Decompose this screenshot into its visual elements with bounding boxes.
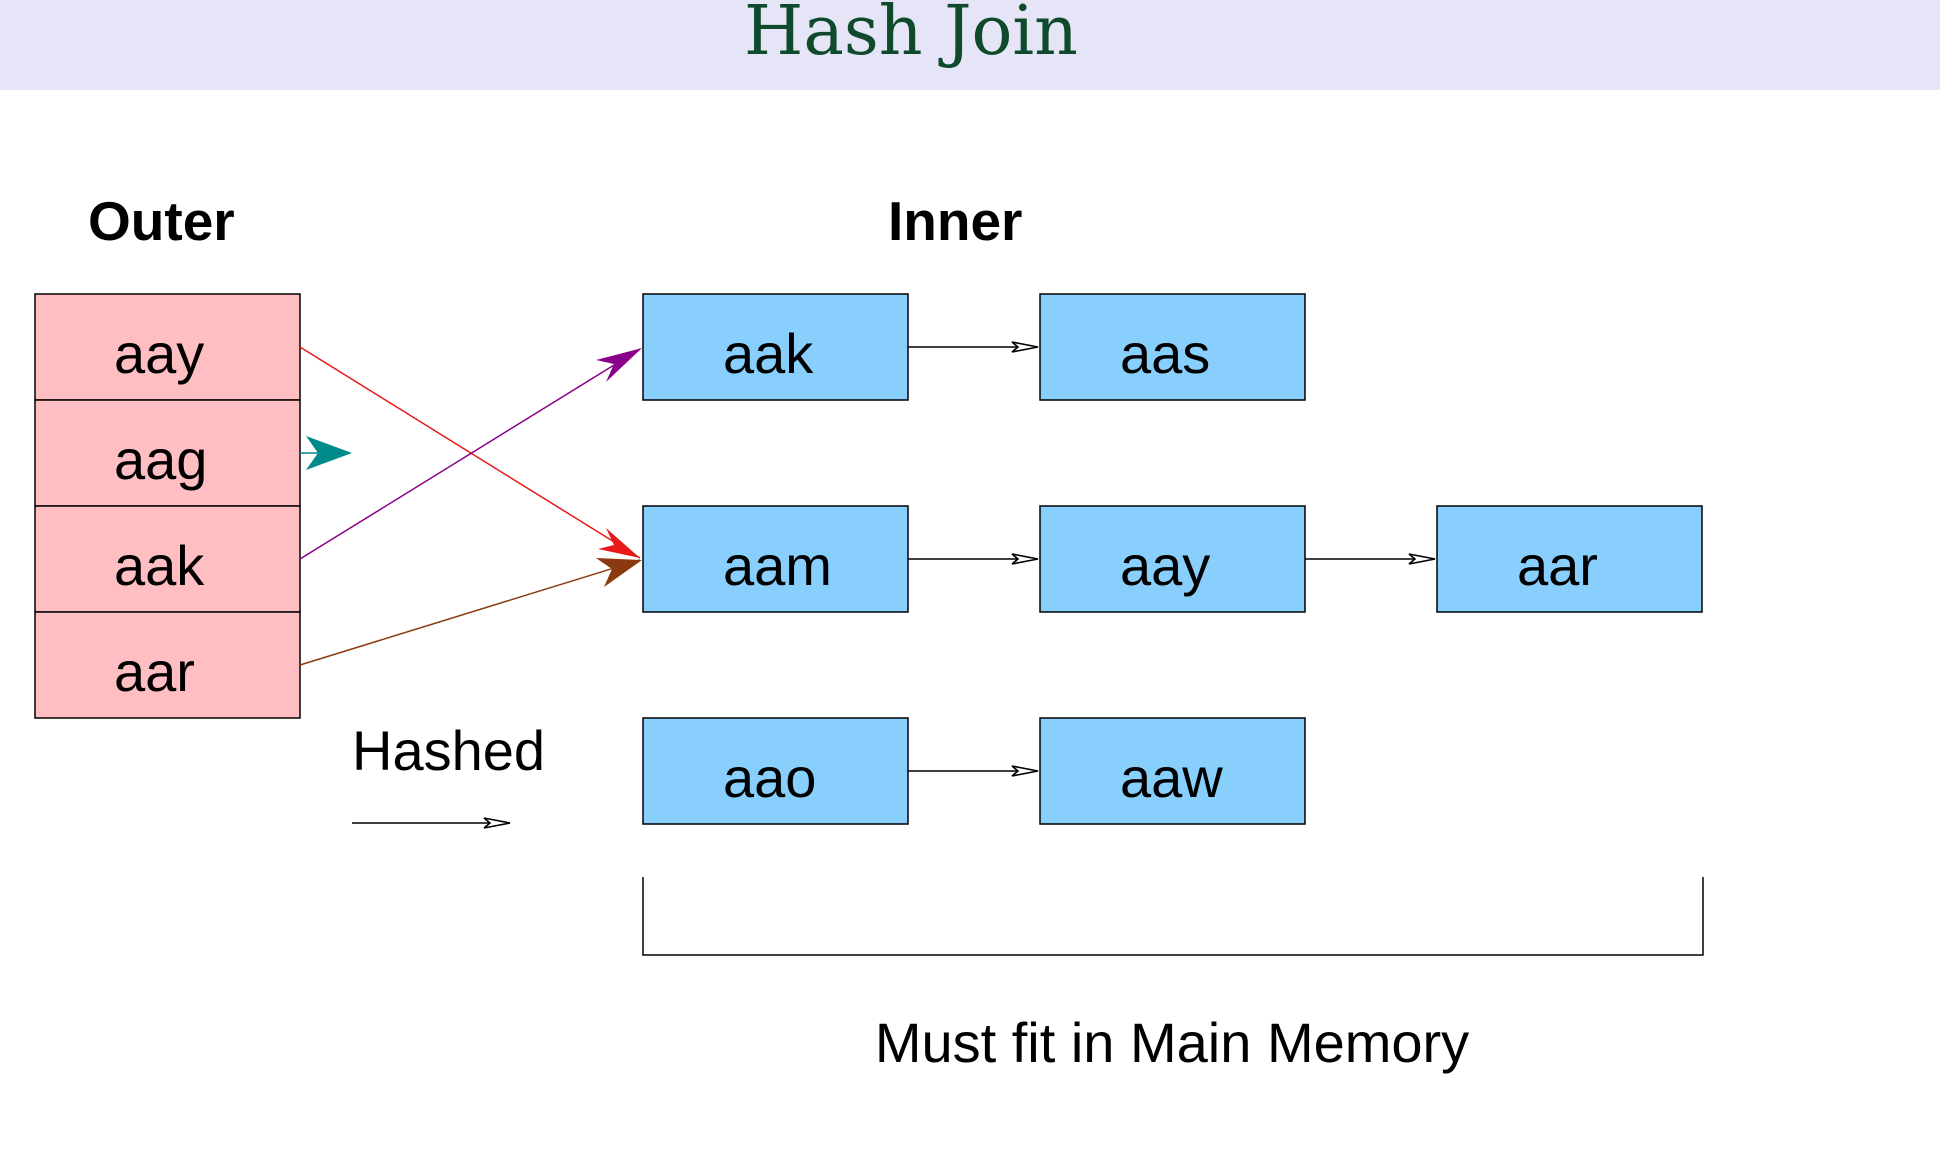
inner-node	[642, 293, 909, 401]
slide-title: Hash Join	[744, 0, 1078, 71]
hash-arrow-aak	[299, 348, 641, 560]
hash-arrow-aay	[299, 346, 641, 559]
inner-bucket-3: aao aaw	[642, 717, 1306, 825]
inner-node-label: aaw	[1120, 746, 1223, 809]
outer-heading: Outer	[88, 190, 235, 252]
hash-arrowhead-aag	[306, 436, 352, 470]
outer-table: aay aag aak aar	[34, 293, 301, 719]
inner-node	[1436, 505, 1703, 613]
inner-node-label: aao	[723, 746, 816, 809]
outer-row-label: aag	[114, 428, 207, 491]
outer-row-label: aak	[114, 534, 205, 597]
hash-arrowhead-aay	[598, 528, 640, 558]
inner-node-label: aam	[723, 534, 832, 597]
inner-node-label: aas	[1120, 322, 1210, 385]
title-band	[0, 0, 1940, 90]
outer-row-4	[34, 611, 301, 719]
outer-row-3	[34, 505, 301, 613]
inner-node	[642, 717, 909, 825]
hash-arrow-aar	[299, 559, 641, 666]
inner-node	[1039, 293, 1306, 401]
legend-label: Hashed	[352, 719, 545, 782]
inner-node	[1039, 505, 1306, 613]
outer-row-label: aar	[114, 640, 195, 703]
hash-arrowhead-aak	[596, 348, 642, 382]
inner-node	[1039, 717, 1306, 825]
inner-bucket-1: aak aas	[642, 293, 1306, 401]
inner-heading: Inner	[888, 190, 1022, 252]
inner-bucket-2: aam aay aar	[642, 505, 1703, 613]
hash-arrowhead-aar	[596, 558, 642, 587]
inner-node-label: aak	[723, 322, 814, 385]
inner-node-label: aar	[1517, 534, 1598, 597]
outer-row-label: aay	[114, 322, 204, 385]
memory-label: Must fit in Main Memory	[875, 1011, 1469, 1074]
hash-arrows	[299, 346, 642, 666]
inner-node-label: aay	[1120, 534, 1210, 597]
memory-bracket	[642, 877, 1704, 956]
inner-node	[642, 505, 909, 613]
